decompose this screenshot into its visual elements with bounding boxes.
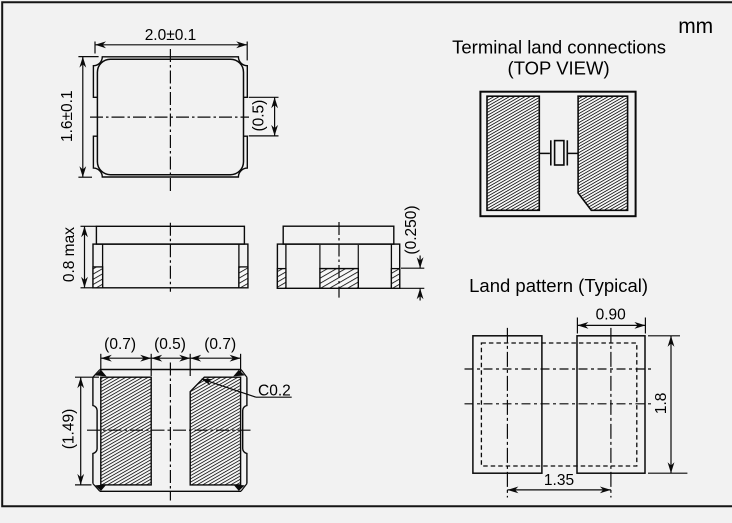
svg-text:1.35: 1.35 [544,472,574,489]
svg-text:Land pattern (Typical): Land pattern (Typical) [469,275,648,296]
svg-text:(0.5): (0.5) [154,336,186,353]
svg-text:(0.5): (0.5) [250,100,267,132]
svg-text:1.8: 1.8 [653,393,670,415]
svg-text:Terminal land connections: Terminal land connections [452,37,666,58]
svg-text:(0.7): (0.7) [204,336,236,353]
svg-text:0.90: 0.90 [596,307,627,324]
svg-text:1.6±0.1: 1.6±0.1 [59,90,76,142]
svg-text:(1.49): (1.49) [61,409,78,450]
svg-text:mm: mm [678,15,713,38]
svg-text:(TOP VIEW): (TOP VIEW) [508,57,610,78]
svg-text:2.0±0.1: 2.0±0.1 [145,27,197,44]
svg-text:(0.7): (0.7) [104,336,136,353]
svg-text:(0.250): (0.250) [403,205,420,254]
svg-text:0.8 max: 0.8 max [61,227,78,282]
svg-text:C0.2: C0.2 [258,382,291,399]
